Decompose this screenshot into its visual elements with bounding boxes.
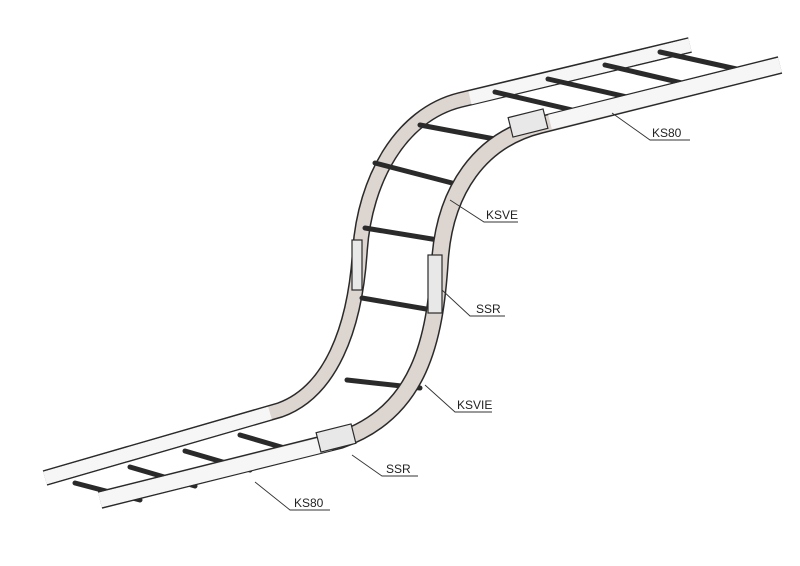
splice-plate-mid xyxy=(427,254,443,314)
splice-plate-mid-back xyxy=(351,239,363,291)
rung xyxy=(359,295,435,313)
splice-plate-top xyxy=(507,108,549,138)
splice-plates xyxy=(315,108,549,453)
label-ssr-bottom: SSR xyxy=(386,462,411,476)
leader-lines xyxy=(254,112,690,511)
rung xyxy=(417,122,503,143)
label-ssr-mid: SSR xyxy=(476,302,501,316)
rung xyxy=(372,160,455,186)
splice-plate-bottom xyxy=(315,423,357,453)
label-ks80-bottom: KS80 xyxy=(294,496,324,510)
rung xyxy=(362,225,441,243)
label-ksve: KSVE xyxy=(486,208,518,222)
label-ksvie: KSVIE xyxy=(457,398,492,412)
label-ks80-top: KS80 xyxy=(652,126,682,140)
